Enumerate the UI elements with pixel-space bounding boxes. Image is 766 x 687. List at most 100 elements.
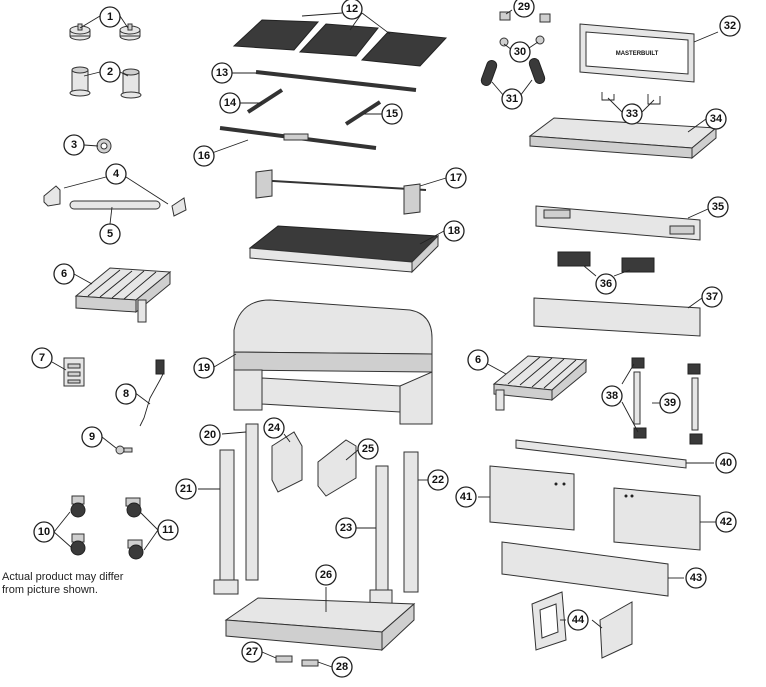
callout-31: 31 [501, 88, 523, 110]
part-11-casters [125, 497, 144, 560]
part-27-clip [275, 655, 293, 663]
svg-text:40: 40 [720, 457, 732, 469]
part-20-leg [245, 423, 259, 581]
part-5-rod [69, 200, 161, 210]
part-33-hooks [601, 92, 661, 105]
callout-39: 39 [659, 392, 681, 414]
svg-text:21: 21 [180, 483, 192, 495]
svg-text:32: 32 [724, 20, 736, 32]
part-40-rail [515, 439, 687, 469]
part-43-bottom-panel [501, 541, 669, 597]
svg-text:38: 38 [606, 390, 618, 402]
svg-text:43: 43 [690, 572, 702, 584]
svg-text:23: 23 [340, 522, 352, 534]
callout-14: 14 [219, 92, 241, 114]
callout-3: 3 [63, 134, 85, 156]
svg-text:27: 27 [246, 646, 258, 658]
leader-lines [51, 9, 719, 668]
part-41-door-panel [489, 465, 575, 531]
svg-text:24: 24 [268, 422, 281, 434]
part-24-bracket [271, 431, 303, 493]
svg-text:37: 37 [706, 291, 718, 303]
svg-text:30: 30 [514, 46, 526, 58]
part-8-igniter-wire [139, 359, 165, 427]
part-37-panel [533, 297, 701, 337]
svg-text:6: 6 [475, 354, 481, 366]
callout-38: 38 [601, 385, 623, 407]
part-18-grease-tray [248, 225, 440, 274]
svg-text:3: 3 [71, 139, 77, 151]
part-22-leg [403, 451, 419, 593]
part-34-drip-tray [528, 117, 718, 160]
brand-label: MASTERBUILT [616, 51, 659, 57]
svg-text:25: 25 [362, 443, 374, 455]
callout-13: 13 [211, 62, 233, 84]
part-44-frames [531, 591, 633, 659]
svg-text:5: 5 [107, 228, 113, 240]
callout-25: 25 [357, 438, 379, 460]
svg-text:8: 8 [123, 388, 129, 400]
part-9-screw [115, 445, 133, 455]
part-10-locking-casters [70, 495, 86, 556]
part-12-cooking-grates [232, 19, 448, 67]
part-16-rail [219, 126, 377, 150]
disclaimer-line-1: Actual product may differ [2, 571, 124, 583]
part-36-knob-plates [557, 251, 655, 273]
svg-text:1: 1 [107, 11, 113, 23]
svg-text:44: 44 [572, 614, 585, 626]
part-15-support [344, 100, 382, 126]
part-35-control-panel [535, 205, 701, 241]
part-25-bracket [317, 439, 357, 497]
svg-text:13: 13 [216, 67, 228, 79]
svg-text:26: 26 [320, 569, 332, 581]
part-2-leg-sleeves [69, 66, 142, 99]
svg-text:17: 17 [450, 172, 462, 184]
callout-10: 10 [33, 521, 55, 543]
callout-6-right: 6 [467, 349, 489, 371]
callout-37: 37 [701, 286, 723, 308]
callout-5: 5 [99, 223, 121, 245]
part-31-handles [480, 57, 546, 87]
callout-44: 44 [567, 609, 589, 631]
svg-text:36: 36 [600, 278, 612, 290]
part-38-post-brackets [631, 357, 703, 445]
part-3-washer [96, 138, 112, 154]
part-21-leg [213, 449, 239, 595]
part-6-side-shelf-left [74, 267, 172, 323]
callout-24: 24 [263, 417, 285, 439]
callout-9: 9 [81, 426, 103, 448]
svg-text:6: 6 [61, 268, 67, 280]
part-30-nuts [499, 35, 545, 47]
part-29-screws [499, 11, 551, 23]
callout-21: 21 [175, 478, 197, 500]
callout-22: 22 [427, 469, 449, 491]
callout-11: 11 [157, 519, 179, 541]
callout-8: 8 [115, 383, 137, 405]
callout-32: 32 [719, 15, 741, 37]
callout-18: 18 [443, 220, 465, 242]
callout-40: 40 [715, 452, 737, 474]
svg-text:41: 41 [460, 491, 472, 503]
callout-42: 42 [715, 511, 737, 533]
callout-34: 34 [705, 108, 727, 130]
callout-29: 29 [513, 0, 535, 18]
svg-text:20: 20 [204, 429, 216, 441]
svg-text:15: 15 [386, 108, 398, 120]
disclaimer-line-2: from picture shown. [2, 584, 98, 596]
part-23-leg [369, 465, 393, 605]
part-19-firebox [233, 299, 433, 425]
svg-text:2: 2 [107, 66, 113, 78]
callout-33: 33 [621, 103, 643, 125]
callout-2: 2 [99, 61, 121, 83]
svg-text:16: 16 [198, 150, 210, 162]
svg-text:22: 22 [432, 474, 444, 486]
svg-text:35: 35 [712, 201, 724, 213]
callout-20: 20 [199, 424, 221, 446]
part-17-spit [255, 169, 427, 215]
callout-27: 27 [241, 641, 263, 663]
part-39-posts [633, 371, 699, 431]
svg-text:39: 39 [664, 397, 676, 409]
svg-text:42: 42 [720, 516, 732, 528]
